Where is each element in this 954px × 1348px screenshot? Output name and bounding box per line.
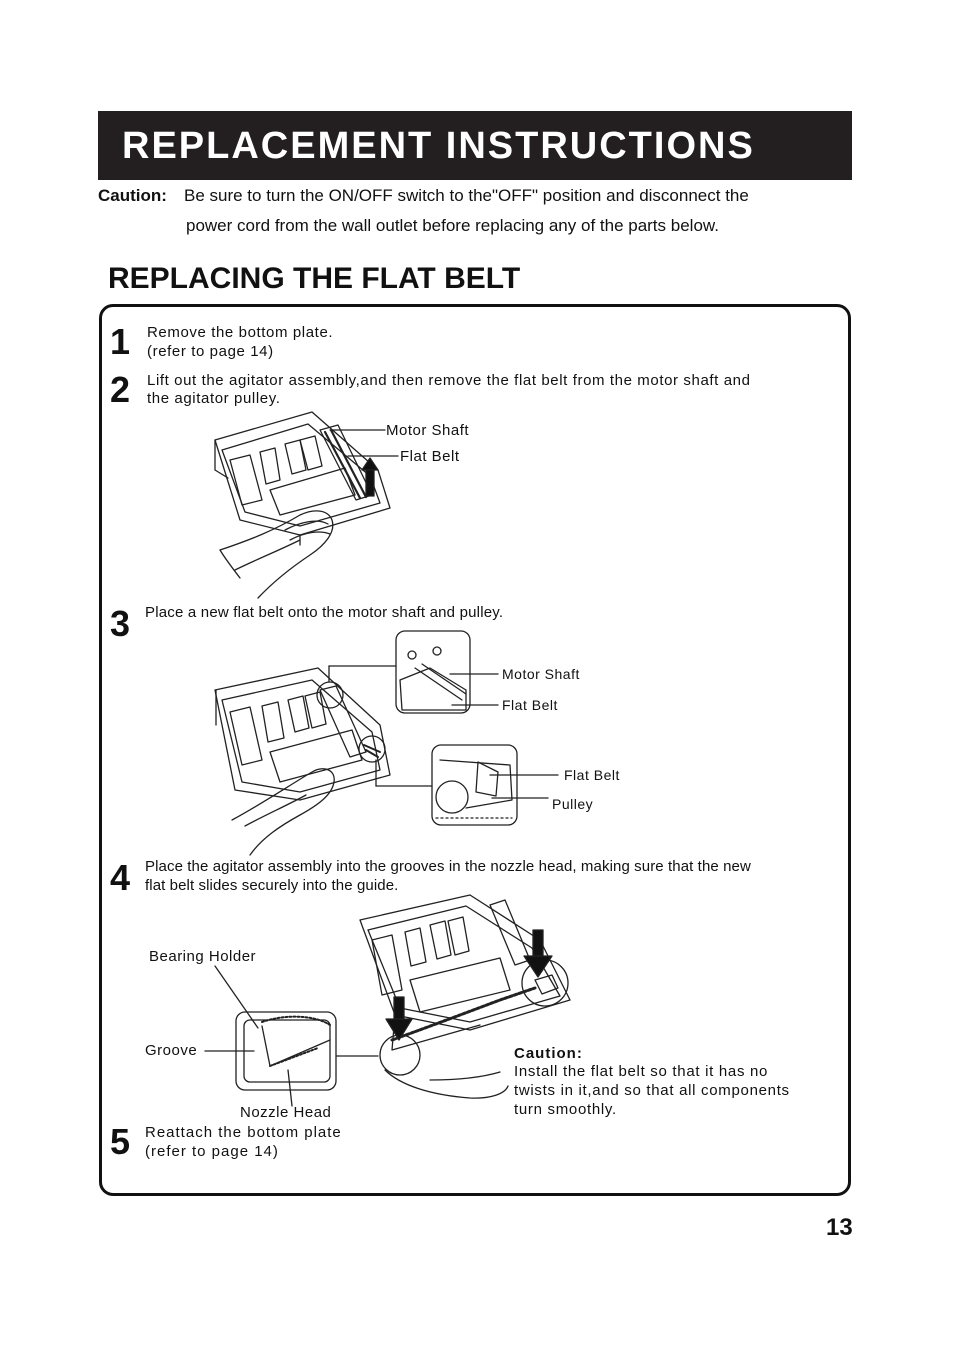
figure-3-caution-line-1: Install the flat belt so that it has no [514,1063,769,1080]
step-number-3: 3 [110,603,131,644]
step-number-2: 2 [110,369,131,410]
step-5-text-line-2: (refer to page 14) [145,1143,279,1160]
caution-text-line-1: Be sure to turn the ON/OFF switch to the… [184,186,749,205]
step-2-text-line-1: Lift out the agitator assembly,and then … [147,372,751,389]
page-title: REPLACEMENT INSTRUCTIONS [122,125,755,167]
down-arrow-icon-right [523,929,553,978]
label-flat-belt-fig2-top: Flat Belt [502,697,558,713]
step-1-text-line-2: (refer to page 14) [147,343,274,360]
figure-2-vacuum-underside [214,667,391,801]
figure-3-hand [384,1069,509,1099]
caution-text-line-2: power cord from the wall outlet before r… [186,216,719,235]
figure-2-hand [231,768,335,856]
section-title: REPLACING THE FLAT BELT [108,262,521,295]
step-4-text-line-2: flat belt slides securely into the guide… [145,877,399,894]
caution-label: Caution: [98,186,167,205]
label-groove: Groove [145,1042,198,1059]
header-bar [98,111,852,180]
step-4-text-line-1: Place the agitator assembly into the gro… [145,858,751,875]
step-number-4: 4 [110,857,131,898]
step-5-text-line-1: Reattach the bottom plate [145,1124,342,1141]
figure-3-caution-line-2: twists in it,and so that all components [514,1082,790,1099]
label-motor-shaft-fig1: Motor Shaft [386,422,470,439]
figure-3-caution-line-3: turn smoothly. [514,1101,617,1118]
step-number-5: 5 [110,1121,131,1162]
label-flat-belt-fig1: Flat Belt [400,448,460,465]
label-bearing-holder: Bearing Holder [149,948,257,965]
step-number-1: 1 [110,321,131,362]
step-3-text-line-1: Place a new flat belt onto the motor sha… [145,604,504,621]
up-arrow-icon [361,457,379,497]
figure-3-caution-label: Caution: [514,1045,583,1062]
step-1-text-line-1: Remove the bottom plate. [147,324,334,341]
figure-1-vacuum-underside [214,411,391,546]
label-pulley: Pulley [552,796,594,812]
label-motor-shaft-fig2: Motor Shaft [502,666,580,682]
down-arrow-icon-left [385,996,413,1041]
page-number: 13 [826,1214,853,1241]
figure-1-hands [219,510,334,599]
instruction-panel [99,304,851,1196]
label-flat-belt-fig2-bottom: Flat Belt [564,767,620,783]
label-nozzle-head: Nozzle Head [240,1104,332,1121]
step-2-text-line-2: the agitator pulley. [147,390,281,407]
